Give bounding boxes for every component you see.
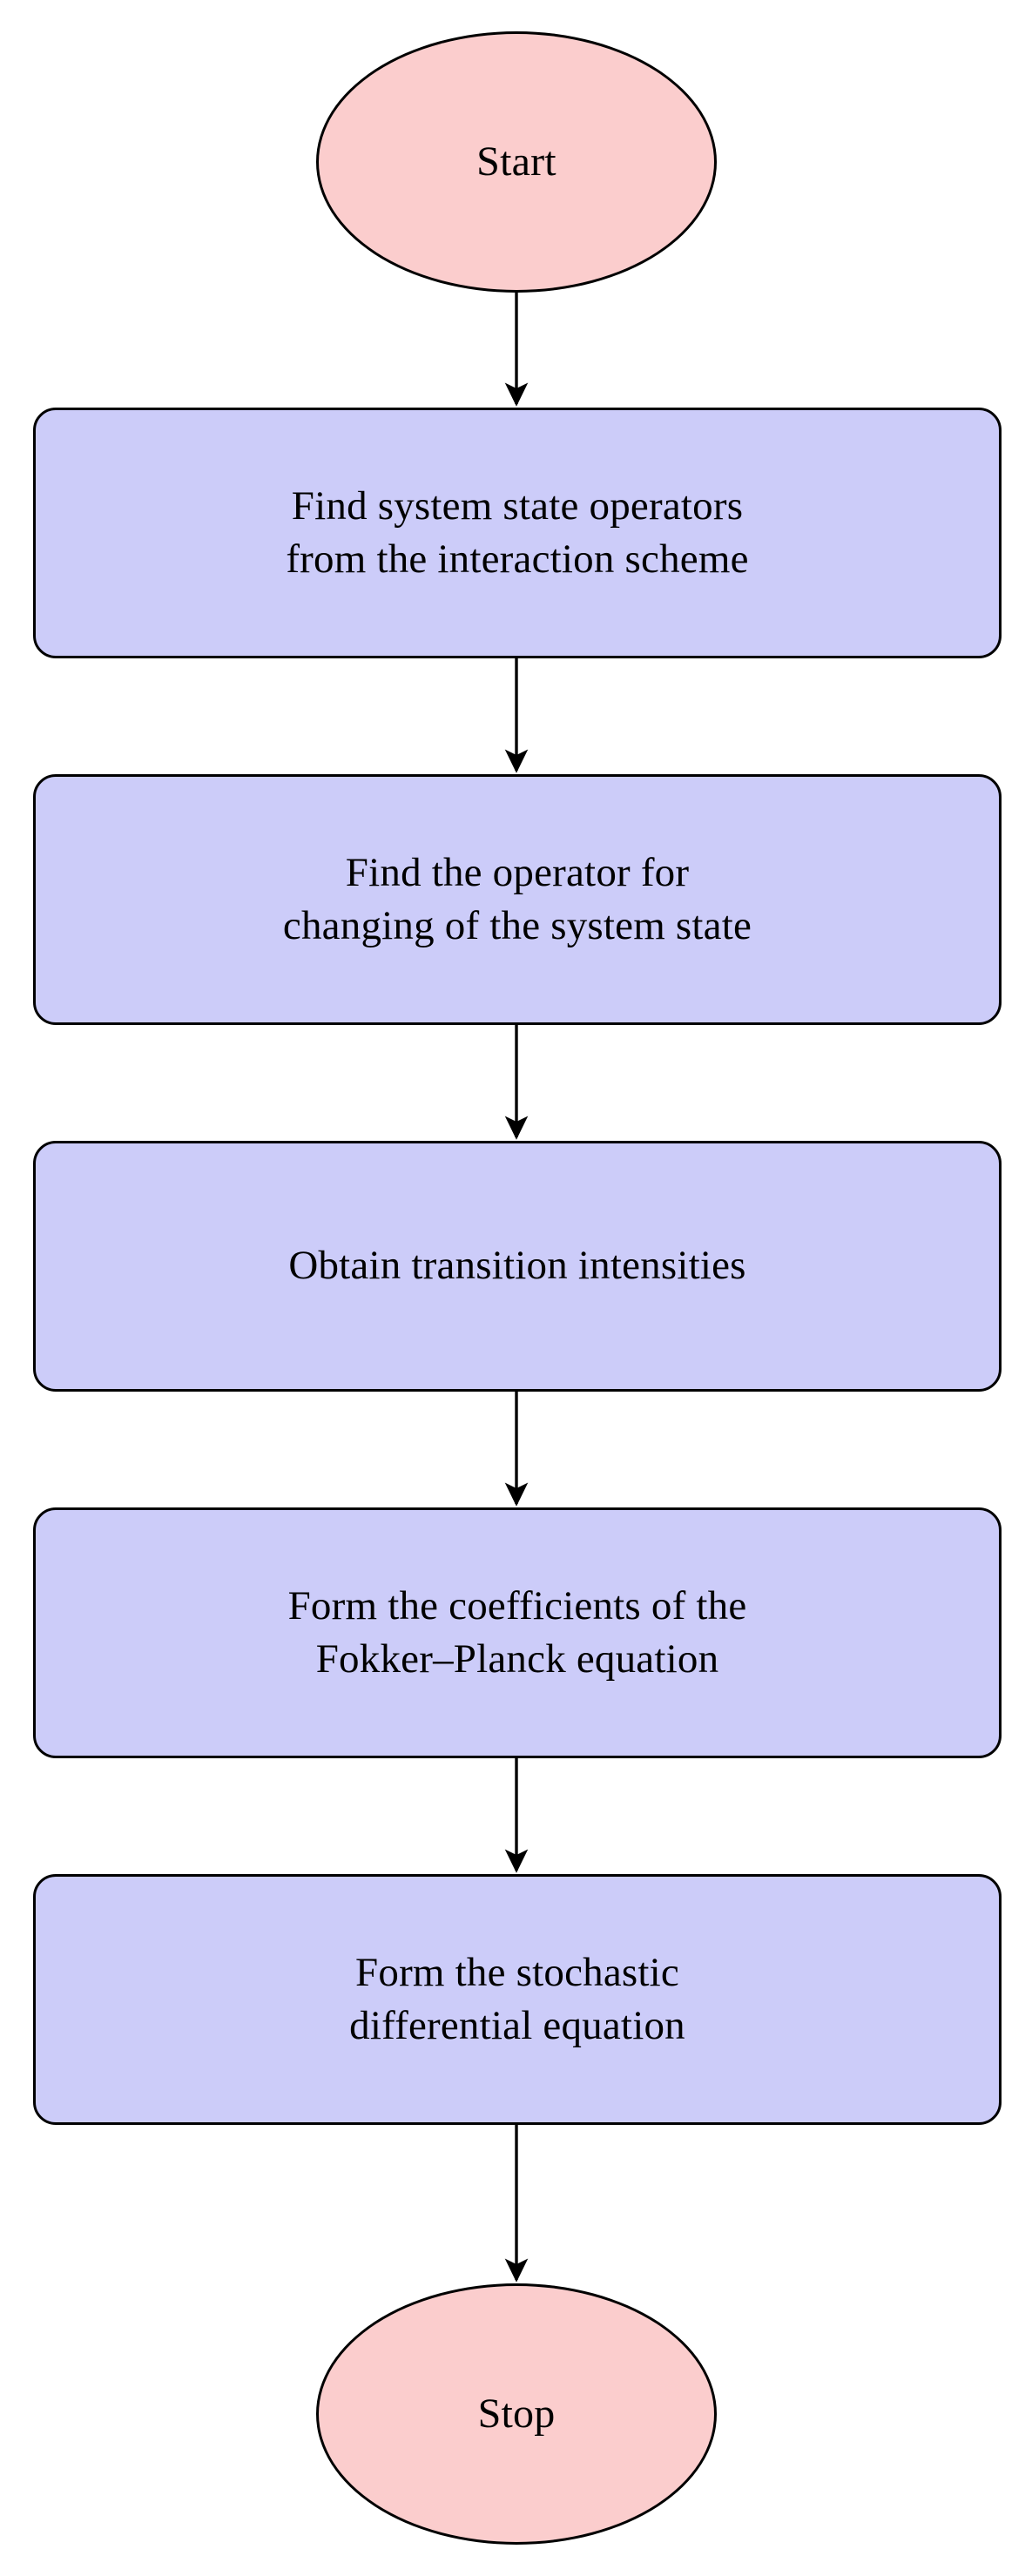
node-find-operator-for-changing-state-label: Find the operator for changing of the sy… [282, 849, 752, 948]
node-form-fokker-planck-coefficients[interactable]: Form the coefficients of the Fokker–Plan… [33, 1507, 1002, 1758]
node-start[interactable]: Start [316, 31, 717, 293]
node-stop-label: Stop [477, 2390, 556, 2437]
node-stop[interactable]: Stop [316, 2283, 717, 2545]
node-find-system-state-operators[interactable]: Find system state operators from the int… [33, 408, 1002, 658]
node-form-stochastic-differential-equation-label: Form the stochastic differential equatio… [349, 1949, 685, 2048]
node-form-fokker-planck-coefficients-label: Form the coefficients of the Fokker–Plan… [287, 1582, 747, 1682]
node-obtain-transition-intensities[interactable]: Obtain transition intensities [33, 1141, 1002, 1392]
node-form-stochastic-differential-equation[interactable]: Form the stochastic differential equatio… [33, 1874, 1002, 2125]
node-find-system-state-operators-label: Find system state operators from the int… [286, 482, 749, 582]
node-start-label: Start [476, 138, 556, 185]
node-obtain-transition-intensities-label: Obtain transition intensities [288, 1243, 746, 1289]
node-find-operator-for-changing-state[interactable]: Find the operator for changing of the sy… [33, 774, 1002, 1025]
